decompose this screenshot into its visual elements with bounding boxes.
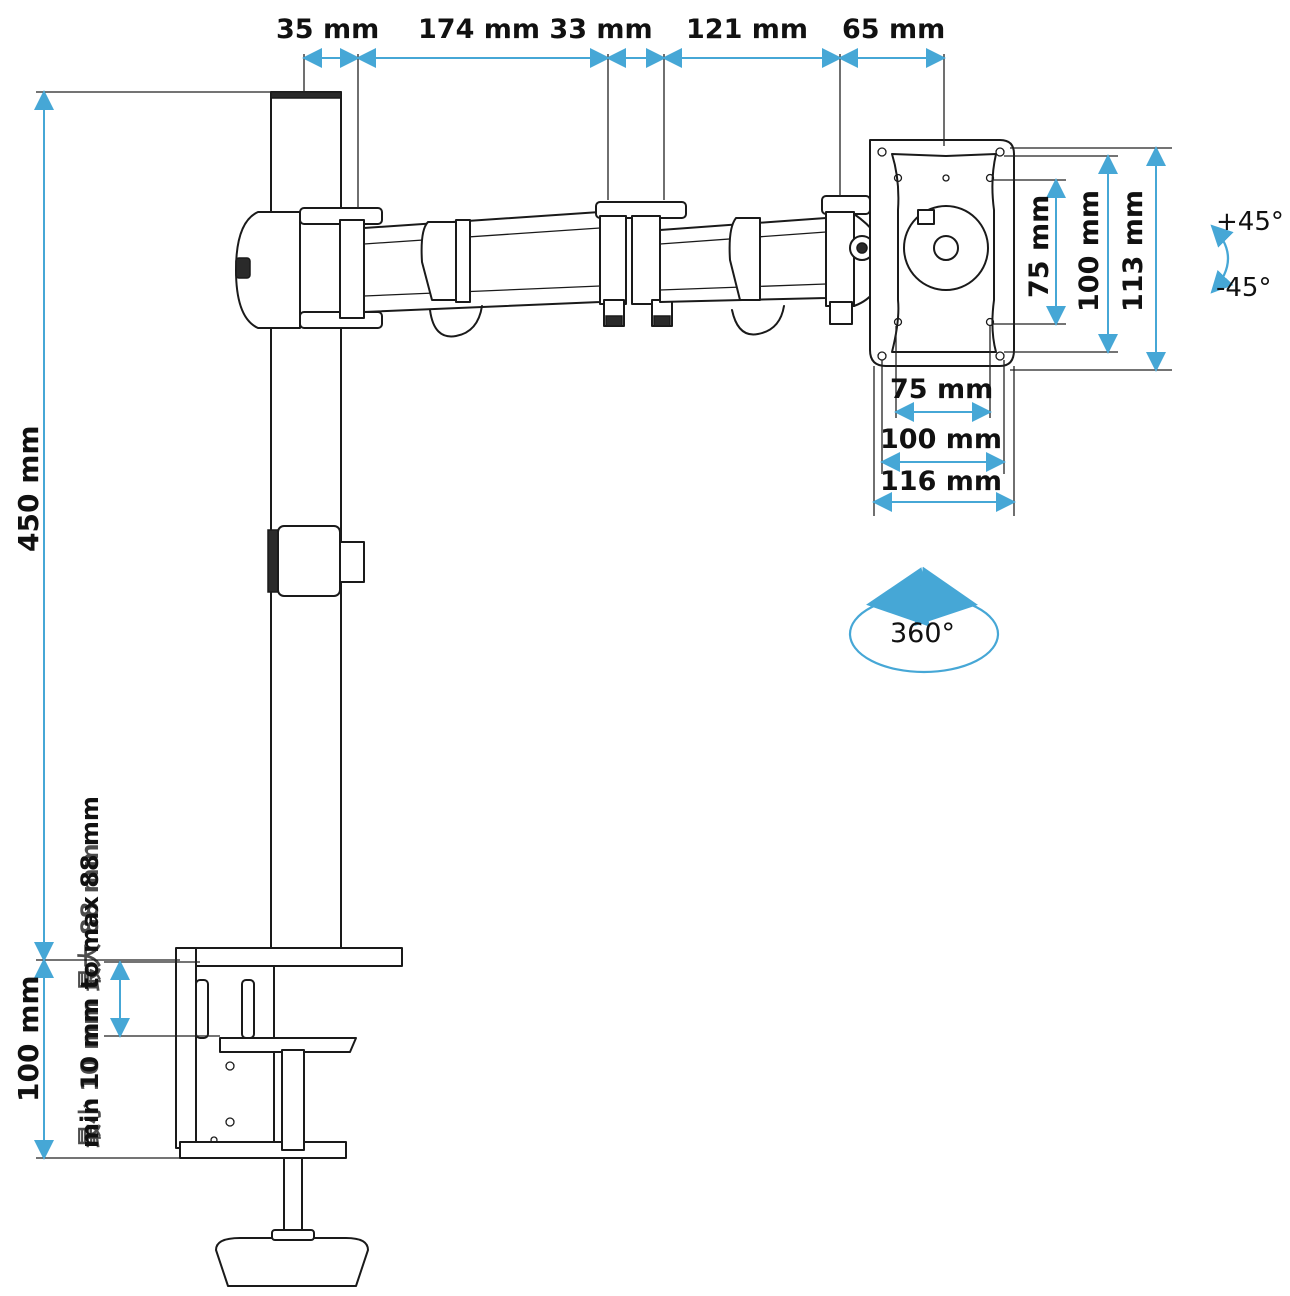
pole-pivot-hub — [235, 207, 383, 329]
dimension-labels: 35 mm 174 mm 33 mm 121 mm 65 mm 450 mm 1… — [12, 14, 1284, 1148]
dimension-lines — [34, 48, 1166, 1160]
vesa-plate — [869, 139, 1015, 367]
arm-segment-1 — [363, 211, 601, 338]
label-vesa-113: 113 mm — [1118, 190, 1149, 312]
arm-segment-2 — [659, 217, 827, 336]
label-swivel: 360° — [890, 618, 955, 649]
label-vesa-100-v: 100 mm — [1074, 190, 1105, 312]
rotation-arrows — [848, 224, 1234, 674]
tilt-arrow-icon — [1210, 224, 1234, 294]
label-vesa-75-v: 75 mm — [1024, 195, 1055, 298]
elbow-joint — [595, 201, 687, 327]
label-100mm-clamp: 100 mm — [12, 975, 45, 1102]
swivel-arrow-left-icon — [866, 567, 930, 627]
label-174mm-33mm: 174 mm 33 mm — [418, 14, 653, 45]
cable-management-bracket — [267, 525, 365, 597]
desk-clamp — [175, 947, 403, 1287]
label-vesa-100-h: 100 mm — [880, 424, 1002, 455]
label-vesa-116: 116 mm — [880, 466, 1002, 497]
label-vesa-75-h: 75 mm — [890, 374, 993, 405]
swivel-arrow-right-icon — [914, 566, 978, 627]
label-tilt-up: +45° — [1216, 207, 1284, 237]
label-desk-range-overlay: 最小 10 mm 最大 88 mm — [76, 843, 104, 1148]
label-35mm: 35 mm — [276, 14, 379, 45]
label-450mm: 450 mm — [12, 425, 45, 552]
label-desk-range: min 10 mm to max 88 mm — [76, 796, 104, 1148]
label-65mm: 65 mm — [842, 14, 945, 45]
label-121mm: 121 mm — [686, 14, 808, 45]
label-tilt-down: -45° — [1216, 273, 1271, 303]
